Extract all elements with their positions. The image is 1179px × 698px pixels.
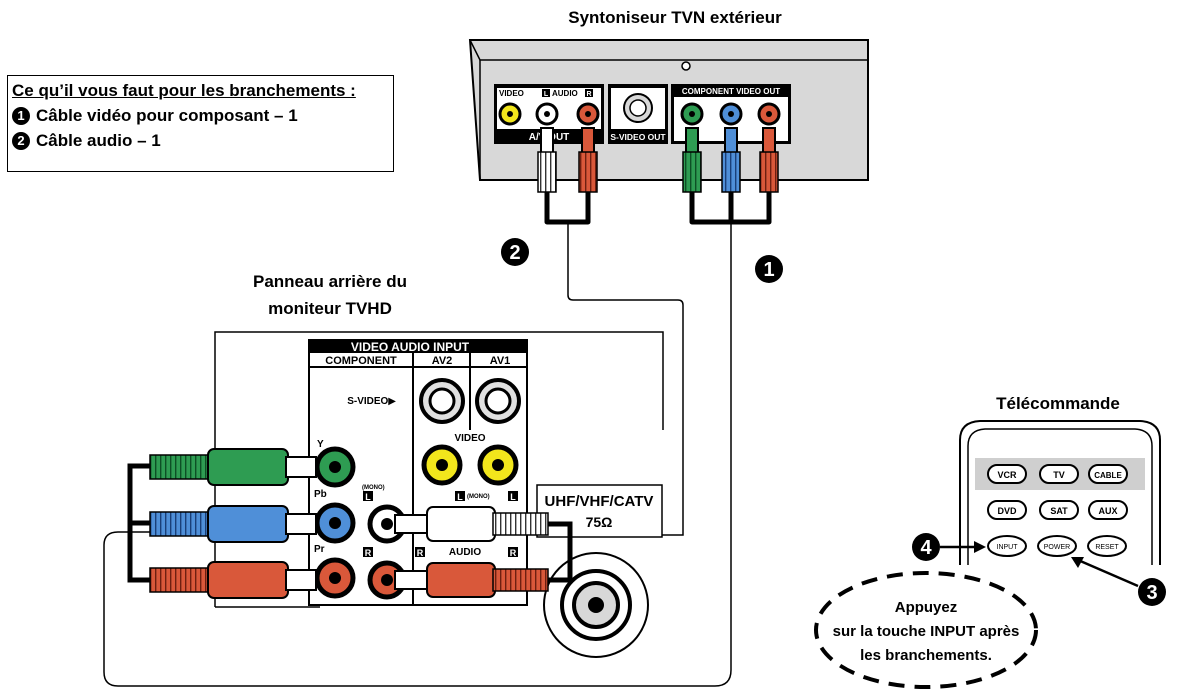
- requirements-heading: Ce qu’il vous faut pour les branchements…: [12, 81, 356, 100]
- remote-buttons: VCR TV CABLE DVD SAT AUX INPUT POWER: [987, 464, 1128, 557]
- svg-text:3: 3: [1146, 582, 1157, 604]
- callout-4: 4: [912, 533, 986, 561]
- plug-blue-tuner: [721, 127, 741, 193]
- svg-text:4: 4: [920, 537, 932, 559]
- requirements-box: Ce qu’il vous faut pour les branchements…: [7, 75, 394, 172]
- tuner-audio-r: R: [586, 91, 591, 98]
- monitor-pr-label: Pr: [314, 544, 325, 555]
- remote-button-sat[interactable]: SAT: [1039, 500, 1079, 520]
- monitor-title-line1: Panneau arrière du: [253, 272, 407, 291]
- callout-3: 3: [1071, 557, 1166, 606]
- remote-button-reset[interactable]: RESET: [1087, 535, 1127, 557]
- cable-wires: [103, 222, 732, 687]
- plug-green-tuner: [682, 127, 702, 193]
- plug-red-audio-monitor: [394, 562, 549, 598]
- svg-text:INPUT: INPUT: [997, 544, 1019, 551]
- plug-red-component-tuner: [759, 127, 779, 193]
- svg-text:RESET: RESET: [1095, 544, 1119, 551]
- monitor-y-label: Y: [317, 439, 324, 450]
- av2-header: AV2: [432, 355, 453, 367]
- audio-r-label-1: R: [365, 548, 372, 558]
- tuner-audio-l: L: [544, 91, 549, 98]
- balloon-line2: sur la touche INPUT après: [833, 623, 1020, 640]
- svg-text:VCR: VCR: [997, 470, 1017, 480]
- number-badge-2: 2: [12, 131, 30, 150]
- svideo-label: S-VIDEO▶: [347, 396, 396, 407]
- monitor-pb-label: Pb: [314, 489, 327, 500]
- av1-header: AV1: [490, 355, 511, 367]
- monitor-video-label: VIDEO: [454, 433, 485, 444]
- monitor-audio-plugs: [394, 506, 573, 598]
- audio-l-label-2: L: [457, 492, 463, 502]
- monitor-audio-label: AUDIO: [449, 547, 481, 558]
- antenna-connector: [543, 552, 649, 658]
- remote-button-aux[interactable]: AUX: [1088, 500, 1128, 520]
- tuner-title: Syntoniseur TVN extérieur: [568, 8, 782, 27]
- svg-text:2: 2: [509, 242, 520, 264]
- monitor-component-plugs: [127, 448, 317, 599]
- requirement-text-2: Câble audio – 1: [36, 131, 161, 150]
- plug-blue-monitor: [149, 505, 317, 543]
- requirement-item-1: 1 Câble vidéo pour composant – 1: [12, 103, 393, 128]
- svg-text:DVD: DVD: [997, 506, 1017, 516]
- video-audio-input-header: VIDEO AUDIO INPUT: [351, 340, 470, 354]
- mono-label-av2: (MONO): [362, 485, 385, 491]
- balloon-line1: Appuyez: [895, 599, 958, 616]
- audio-l-label-3: L: [510, 492, 516, 502]
- callout-1: 1: [755, 255, 783, 283]
- svg-text:TV: TV: [1053, 470, 1065, 480]
- svg-text:CABLE: CABLE: [1094, 471, 1122, 480]
- svg-text:POWER: POWER: [1044, 544, 1070, 551]
- audio-l-label-1: L: [365, 492, 371, 502]
- monitor-title-line2: moniteur TVHD: [268, 299, 392, 318]
- tuner-video-label: VIDEO: [499, 89, 524, 98]
- requirement-item-2: 2 Câble audio – 1: [12, 128, 393, 153]
- tuner-audio-label: AUDIO: [552, 89, 578, 98]
- plug-red-monitor: [149, 561, 317, 599]
- callout-2: 2: [501, 238, 529, 266]
- instruction-balloon: Appuyez sur la touche INPUT après les br…: [814, 571, 1038, 689]
- requirement-text-1: Câble vidéo pour composant – 1: [36, 106, 298, 125]
- plug-white-monitor: [394, 506, 549, 542]
- remote-button-power[interactable]: POWER: [1037, 535, 1077, 557]
- remote-title: Télécommande: [996, 394, 1120, 413]
- plug-red-audio-tuner: [578, 127, 598, 193]
- tuner-component-out-label: COMPONENT VIDEO OUT: [682, 87, 780, 96]
- external-tuner: VIDEO L AUDIO R A/V OUT S-VIDEO OUT COMP…: [468, 39, 869, 181]
- remote-button-input[interactable]: INPUT: [987, 535, 1027, 557]
- component-header: COMPONENT: [325, 355, 397, 367]
- svg-text:SAT: SAT: [1050, 506, 1068, 516]
- balloon-line3: les branchements.: [860, 647, 992, 664]
- cable-bundles: [544, 192, 772, 225]
- plug-green-monitor: [149, 448, 317, 486]
- remote-button-cable[interactable]: CABLE: [1088, 464, 1128, 484]
- svg-text:1: 1: [763, 259, 774, 281]
- number-badge-1: 1: [12, 106, 30, 125]
- antenna-label-line1: UHF/VHF/CATV: [545, 493, 654, 510]
- audio-r-label-2: R: [417, 548, 424, 558]
- tuner-svideo-out-label: S-VIDEO OUT: [610, 132, 666, 142]
- antenna-label-box: UHF/VHF/CATV 75Ω: [536, 484, 663, 538]
- plug-white-tuner: [537, 127, 557, 193]
- monitor-back-panel: VIDEO AUDIO INPUT COMPONENT AV2 AV1 S-VI…: [214, 331, 664, 608]
- remote-button-dvd[interactable]: DVD: [987, 500, 1027, 520]
- svg-text:AUX: AUX: [1098, 506, 1117, 516]
- remote-button-tv[interactable]: TV: [1039, 464, 1079, 484]
- antenna-label-line2: 75Ω: [586, 514, 613, 530]
- mono-label-av1: (MONO): [467, 494, 490, 500]
- audio-r-label-3: R: [510, 548, 517, 558]
- remote-button-vcr[interactable]: VCR: [987, 464, 1027, 484]
